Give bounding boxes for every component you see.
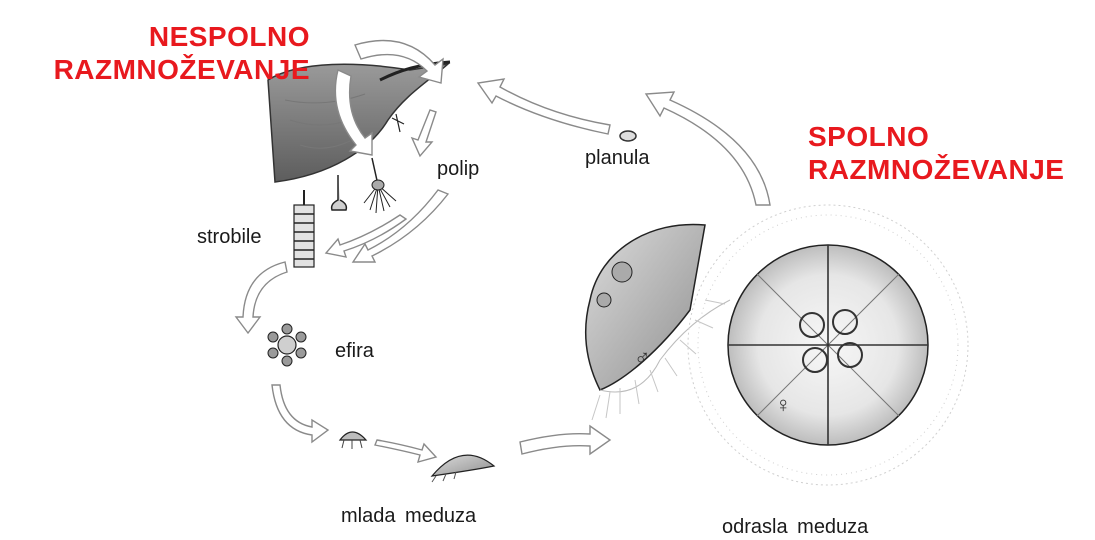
adult-medusa-side (586, 224, 730, 420)
efira-label: efira (335, 340, 374, 363)
sexual-reproduction-heading: SPOLNO RAZMNOŽEVANJE (808, 120, 1064, 186)
arrow-strobile-to-efira (236, 262, 287, 333)
polyp-tentacled (364, 158, 396, 213)
strobile-illustration (294, 190, 314, 267)
mlada-meduza-label: mlada meduza (341, 505, 476, 528)
young-medusa (432, 455, 494, 482)
small-medusa (340, 432, 366, 449)
arrow-polip-to-strobile (353, 190, 448, 262)
arrow-young-to-adult (520, 426, 610, 454)
adult-medusa-top (688, 205, 968, 485)
female-symbol: ♀ (775, 392, 792, 418)
arrow-adult-to-planula (646, 92, 770, 205)
sexual-heading-line-2: RAZMNOŽEVANJE (808, 153, 1064, 186)
asexual-heading-line-2: RAZMNOŽEVANJE (10, 53, 310, 86)
arrow-efira-down (272, 385, 328, 442)
arrow-small-to-young (375, 440, 436, 462)
male-symbol: ♂ (634, 345, 651, 371)
strobile-label: strobile (197, 226, 261, 249)
planula-label: planula (585, 147, 650, 170)
arrow-planula-to-polip (478, 79, 610, 134)
asexual-reproduction-heading: NESPOLNO RAZMNOŽEVANJE (10, 20, 310, 86)
sexual-heading-line-1: SPOLNO (808, 120, 1064, 153)
arrow-polip-1 (412, 110, 436, 156)
polip-label: polip (437, 158, 479, 181)
asexual-heading-line-1: NESPOLNO (10, 20, 310, 53)
planula-illustration (620, 131, 636, 141)
odrasla-meduza-label: odrasla meduza (722, 516, 868, 539)
ephyra-illustration (268, 324, 306, 366)
